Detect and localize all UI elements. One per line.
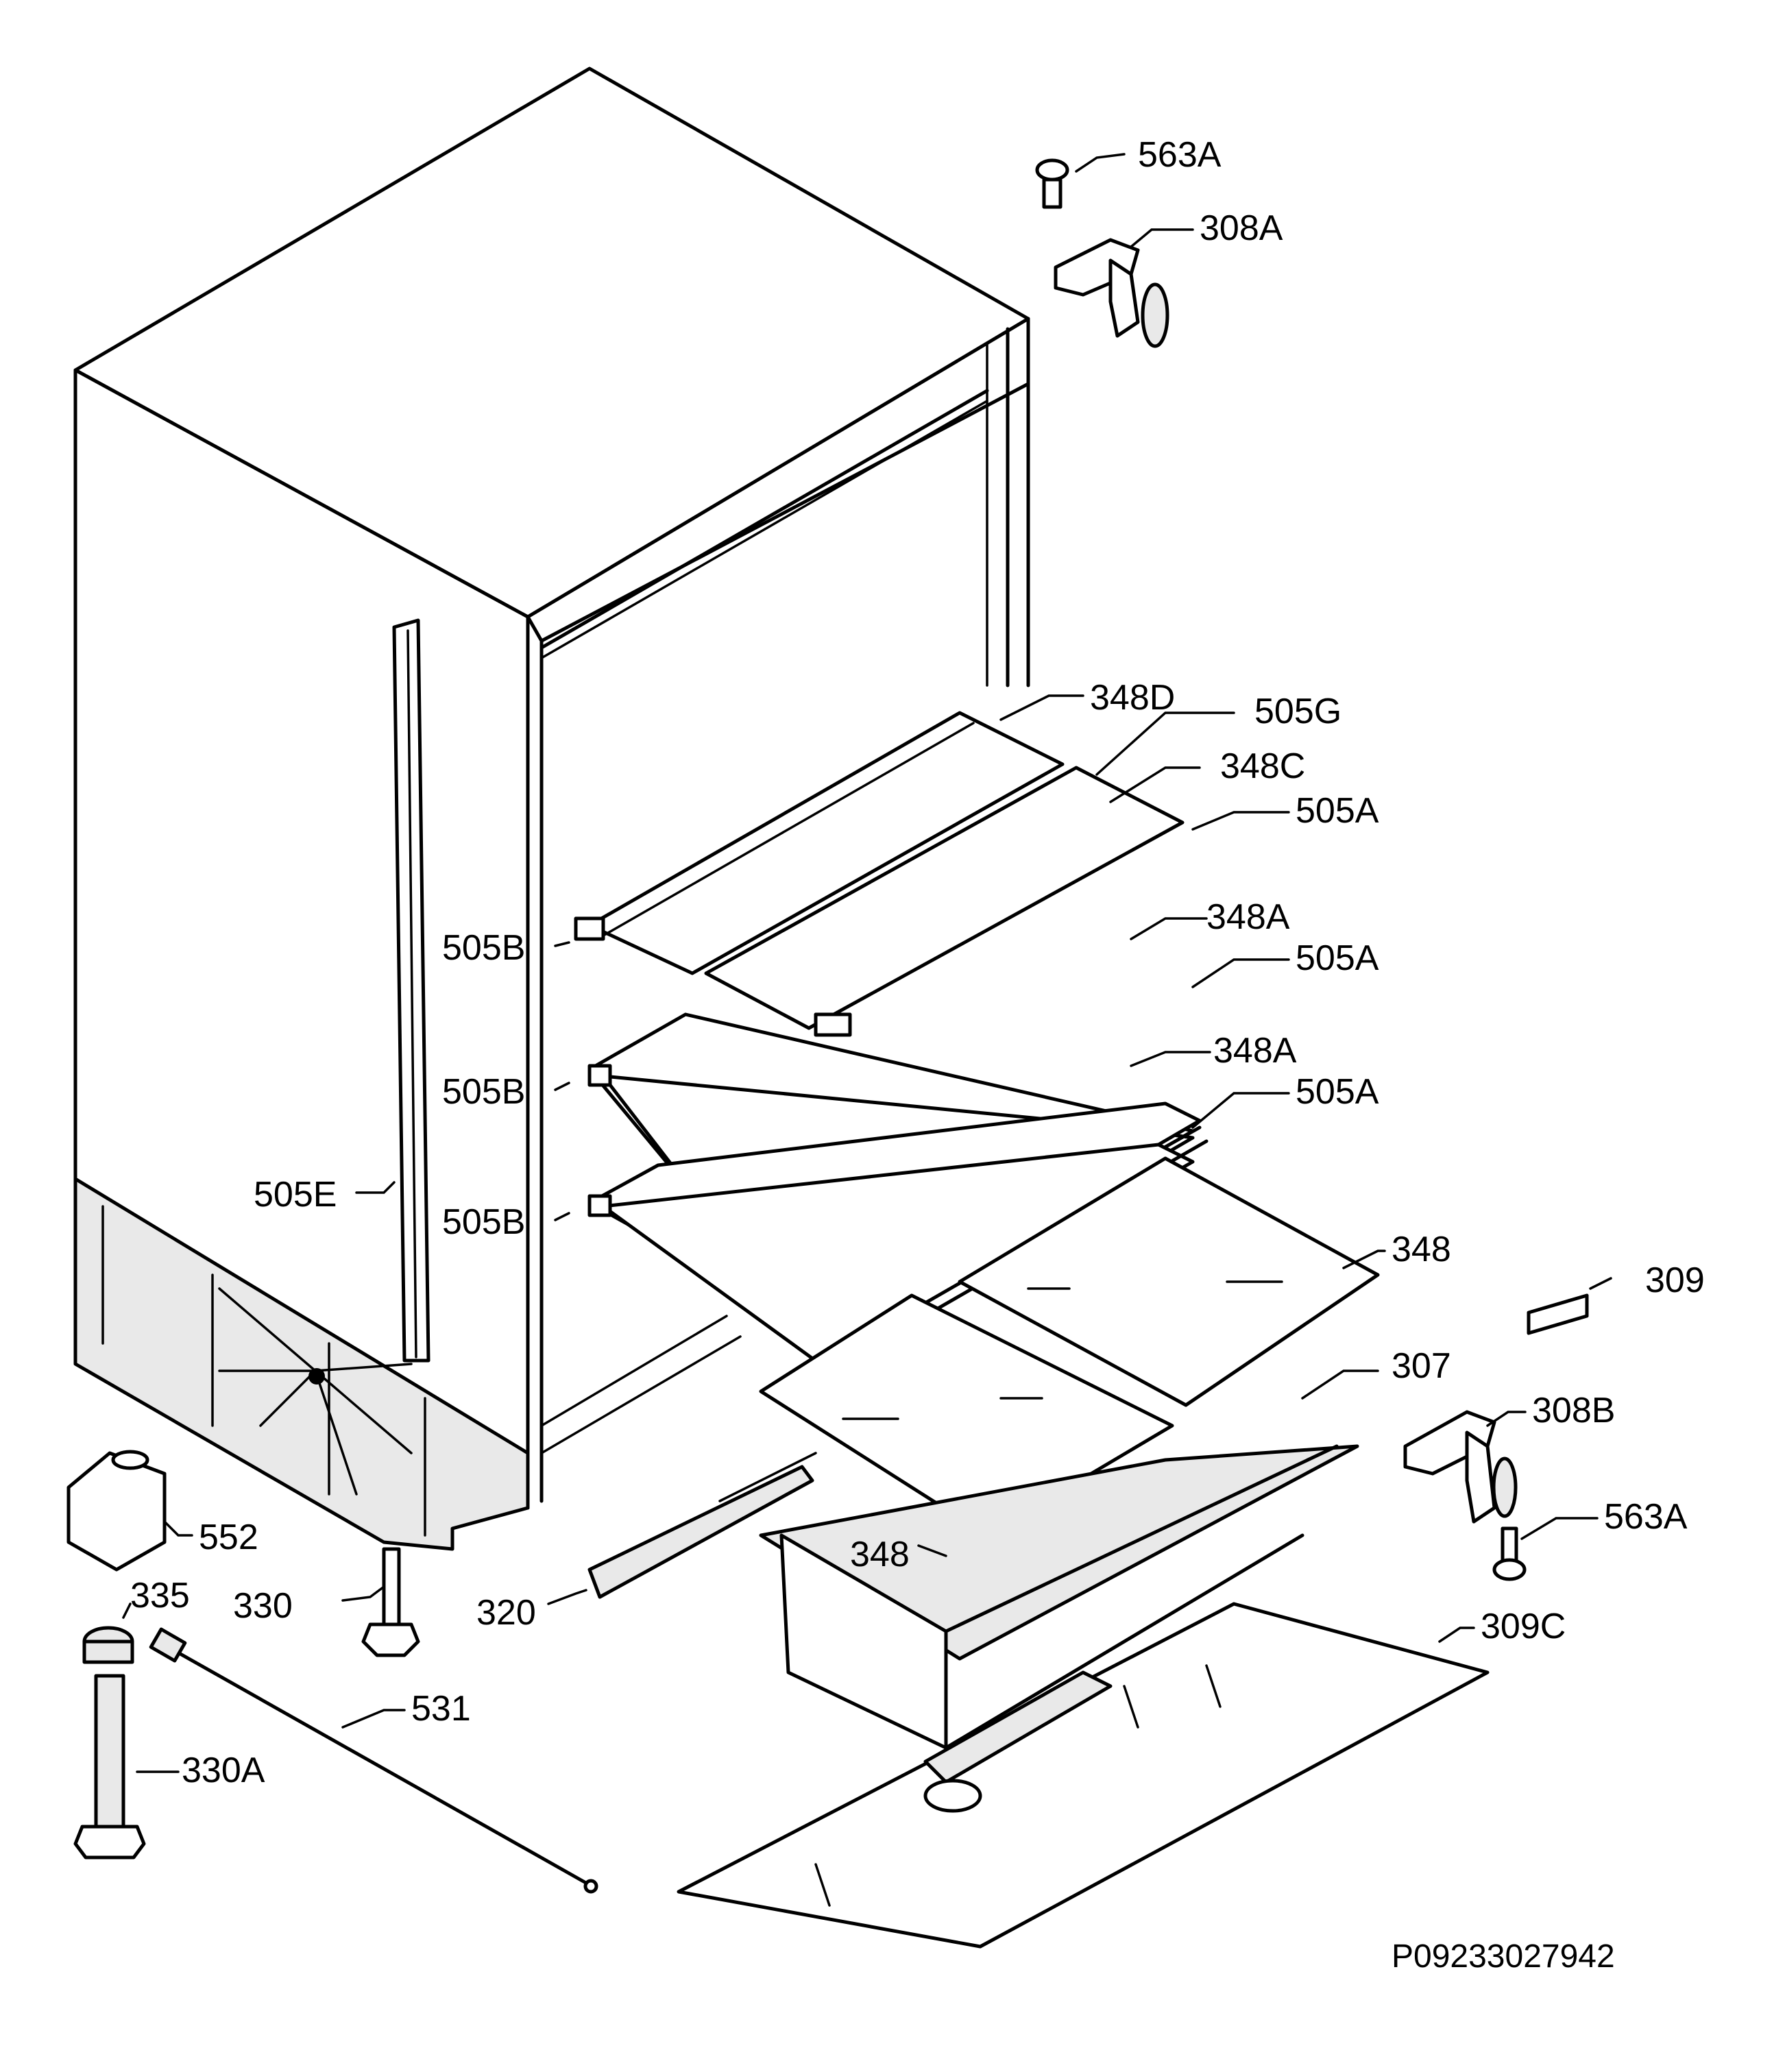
cover-plug-top [1035,158,1069,209]
label-505B-1: 505B [442,928,525,968]
long-screw-foot [73,1674,146,1860]
label-320: 320 [476,1593,536,1633]
label-330: 330 [233,1586,293,1626]
leader-lines [122,153,1612,1773]
label-348-upper: 348 [1392,1230,1451,1269]
connecting-rod [149,1627,598,1894]
small-label-plate [1527,1293,1589,1335]
glass-shelf-right [958,1156,1380,1407]
label-552: 552 [199,1518,258,1557]
label-505B-2: 505B [442,1072,525,1112]
label-505E: 505E [254,1175,337,1215]
label-563A-bottom: 563A [1604,1497,1688,1537]
label-348D: 348D [1090,678,1175,718]
bottom-tray [677,1602,1490,1949]
adjustable-foot [361,1547,420,1657]
label-348A-1: 348A [1206,897,1290,937]
label-308B: 308B [1532,1391,1615,1430]
label-308A: 308A [1200,208,1283,248]
label-505B-3: 505B [442,1202,525,1242]
label-348C: 348C [1220,746,1305,786]
front-strip [587,1452,817,1599]
label-307: 307 [1392,1346,1451,1386]
label-335: 335 [130,1576,190,1616]
label-348A-2: 348A [1213,1031,1297,1071]
label-505A-2: 505A [1296,938,1379,978]
nut [82,1626,134,1664]
label-330A: 330A [182,1751,265,1790]
glass-shelf-left [759,1293,1174,1537]
label-531: 531 [411,1689,471,1729]
label-309C: 309C [1481,1607,1566,1646]
foot-bracket [66,1450,167,1572]
label-563A-top: 563A [1138,135,1222,175]
shelf-top-half-left [574,711,1065,975]
hinge-top [1054,238,1169,348]
label-505A-3: 505A [1296,1072,1379,1112]
label-505A-1: 505A [1296,791,1379,831]
refrigerator-cabinet [73,66,1030,1551]
crisper-drawer [759,1444,1359,1750]
part-labels: 563A 308A 348D 505G 348C 505A 348A 505A … [130,135,1705,1790]
label-505G: 505G [1254,692,1341,731]
drawing-code: P09233027942 [1392,1938,1615,1975]
base-vent-pattern [218,1287,413,1496]
cover-plug-bottom [1492,1526,1527,1581]
label-348-lower: 348 [850,1535,910,1574]
label-309: 309 [1645,1260,1705,1300]
shelf-top-half-right [704,766,1185,1037]
hinge-bottom [1403,1410,1518,1524]
door-seal-strip [392,618,430,1363]
